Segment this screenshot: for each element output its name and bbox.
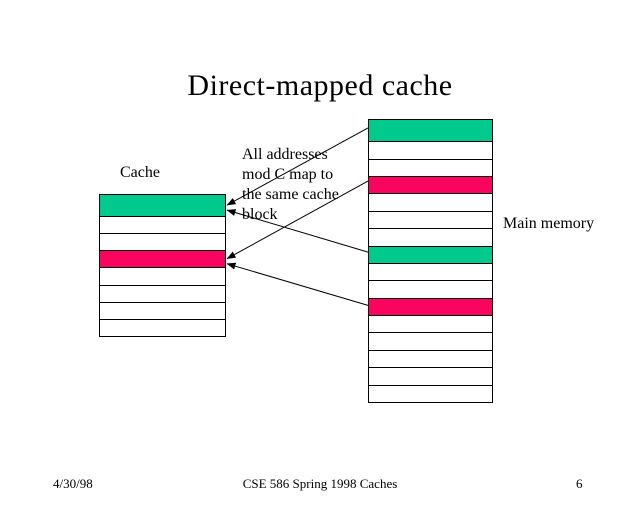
memory-row-15 bbox=[369, 385, 492, 402]
memory-row-11 bbox=[369, 316, 492, 334]
footer-date: 4/30/98 bbox=[53, 476, 93, 491]
memory-table bbox=[368, 119, 493, 403]
memory-row-4 bbox=[369, 194, 492, 212]
cache-row-0-teal bbox=[100, 195, 225, 217]
cache-row-7 bbox=[100, 319, 225, 336]
arrow-memory-10-to-cache-3 bbox=[226, 262, 369, 306]
memory-row-3-pink bbox=[369, 177, 492, 195]
cache-label: Cache bbox=[120, 164, 160, 181]
memory-row-6 bbox=[369, 229, 492, 247]
cache-table bbox=[99, 194, 226, 337]
memory-row-12 bbox=[369, 333, 492, 351]
memory-row-9 bbox=[369, 281, 492, 299]
annotation-text: All addresses mod C map to the same cach… bbox=[242, 146, 339, 223]
memory-row-5 bbox=[369, 211, 492, 230]
memory-row-2 bbox=[369, 159, 492, 178]
memory-row-14 bbox=[369, 368, 492, 386]
cache-row-4 bbox=[100, 268, 225, 286]
cache-row-1 bbox=[100, 216, 225, 235]
main-memory-label: Main memory bbox=[503, 215, 595, 232]
memory-row-13 bbox=[369, 350, 492, 369]
cache-row-6 bbox=[100, 302, 225, 320]
cache-row-5 bbox=[100, 285, 225, 303]
memory-row-1 bbox=[369, 142, 492, 160]
footer-course-title: CSE 586 Spring 1998 Caches bbox=[242, 476, 398, 491]
cache-row-3-pink bbox=[100, 251, 225, 269]
slide-title: Direct-mapped cache bbox=[187, 69, 453, 102]
memory-row-7-teal bbox=[369, 246, 492, 264]
cache-row-2 bbox=[100, 234, 225, 252]
footer-page-number: 6 bbox=[576, 476, 583, 491]
memory-row-8 bbox=[369, 263, 492, 282]
memory-row-10-pink bbox=[369, 298, 492, 317]
memory-row-0-teal bbox=[369, 120, 492, 143]
